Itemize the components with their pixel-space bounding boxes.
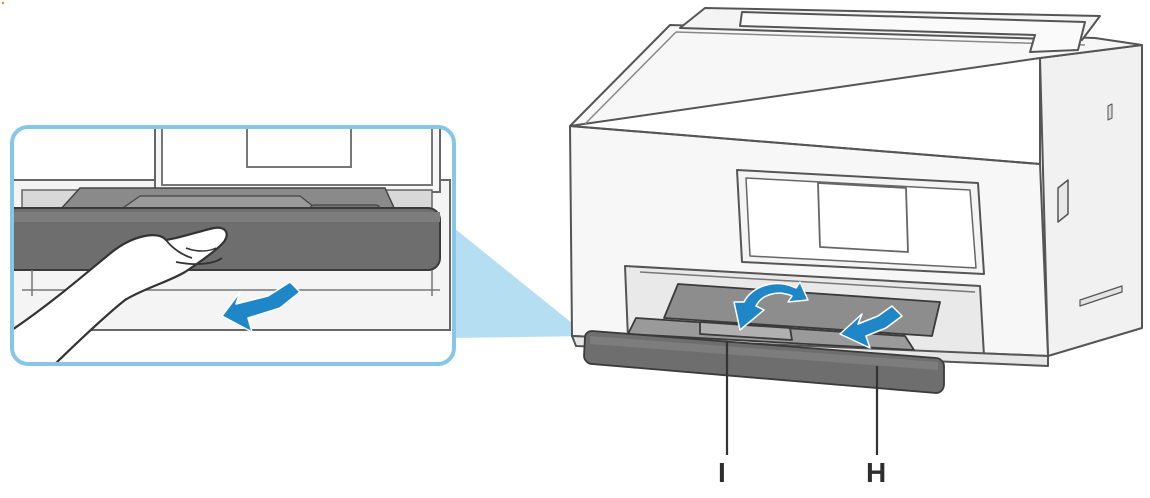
zoom-inset [10, 125, 456, 366]
callout-label-h: H [866, 457, 887, 488]
pull-arrow-icon-main [839, 305, 903, 349]
hand-drawing [12, 226, 228, 364]
callout-label-i: I [718, 457, 726, 488]
zoom-frame [10, 125, 456, 366]
corner-dot [1, 1, 5, 5]
zoom-beam [454, 228, 588, 338]
fold-arrow-icon [733, 281, 809, 331]
pull-arrow-icon [221, 281, 301, 333]
